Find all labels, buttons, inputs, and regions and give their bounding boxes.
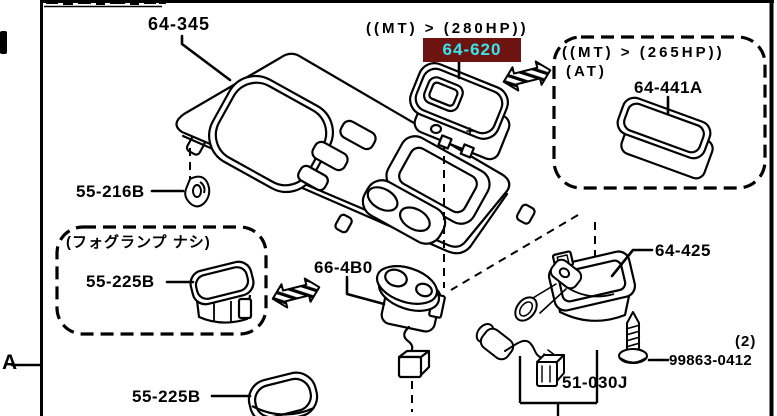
truncated-text-fragments [0, 0, 166, 54]
clip-55216b-drawing [184, 175, 211, 208]
dashed-group-box-at-variant [552, 35, 767, 190]
note-no-fog-lamp: (フォグランプ ナシ) [66, 234, 211, 251]
variant-note-mt280: ((MT) > (280HP)) [366, 20, 529, 37]
part-label-64-345[interactable]: 64-345 [148, 14, 211, 34]
swap-arrow-icon [271, 277, 321, 309]
reference-dash-lines [189, 142, 596, 412]
leader-lines [10, 34, 670, 398]
switch-664b0-drawing [375, 265, 446, 379]
part-label-64-620-selected[interactable]: 64-620 [423, 38, 521, 62]
screw-drawing [618, 311, 648, 364]
part-label-55-225b-fog[interactable]: 55-225B [86, 272, 155, 291]
hazard-switch-drawing [409, 62, 511, 161]
part-label-55-216b[interactable]: 55-216B [76, 182, 145, 201]
qty-note-screw: (2) [735, 333, 757, 350]
part-label-51-030j[interactable]: 51-030J [562, 373, 628, 392]
lower-blank-switch-drawing [247, 371, 319, 416]
console-panel-drawing [175, 52, 536, 255]
cover-64441a-drawing [616, 96, 714, 180]
part-label-64-425[interactable]: 64-425 [655, 241, 711, 260]
dashed-group-box-no-fog [55, 225, 268, 336]
cord-51030j-drawing [475, 258, 583, 387]
variant-note-mt265: ((MT) > (265HP)) [562, 44, 725, 61]
part-label-66-4b0[interactable]: 66-4B0 [314, 258, 373, 277]
variant-note-at: (AT) [566, 63, 607, 80]
part-label-99863-0412[interactable]: 99863-0412 [669, 352, 753, 369]
group-bracket-line [518, 350, 599, 416]
swap-arrow-icon [502, 60, 552, 92]
part-label-55-225b-lower[interactable]: 55-225B [132, 387, 201, 406]
part-label-64-441a[interactable]: 64-441A [634, 78, 703, 97]
fog-blank-switch-drawing [189, 260, 255, 324]
margin-section-label: A [2, 351, 18, 374]
